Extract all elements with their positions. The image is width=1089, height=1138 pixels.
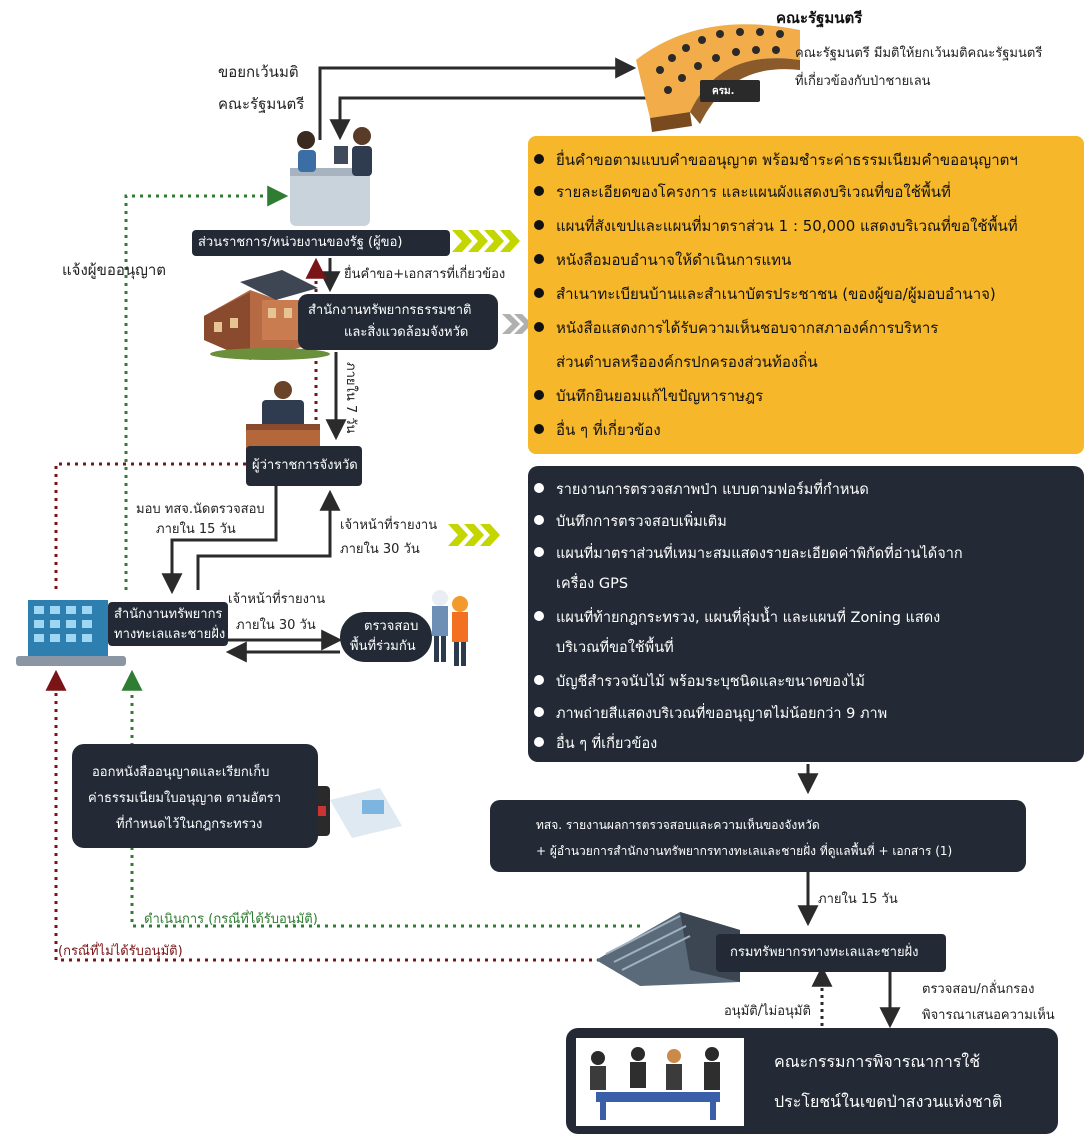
committee-members-icon — [576, 1038, 744, 1126]
officer-report-a-line1: เจ้าหน้าที่รายงาน — [340, 518, 438, 533]
bullet-icon — [534, 154, 544, 164]
issue-permit-line1: ออกหนังสืออนุญาตและเรียกเก็บ — [92, 765, 270, 780]
cabinet-desc-line2: ที่เกี่ยวข้องกับป่าชายเลน — [795, 74, 931, 89]
marine-office-line2: ทางทะเลและชายฝั่ง — [114, 627, 226, 642]
list-item-continued: บริเวณที่ขอใช้พื้นที่ — [556, 640, 674, 656]
report-line2: + ผู้อำนวยการสำนักงานทรัพยากรทางทะเลและช… — [536, 844, 953, 858]
approve-or-not-label: อนุมัติ/ไม่อนุมัติ — [724, 1004, 811, 1019]
permit-stamp-icon — [308, 786, 402, 838]
bullet-icon — [534, 483, 544, 493]
notify-applicant-label: แจ้งผู้ขออนุญาต — [62, 261, 167, 279]
joint-inspect-box: ตรวจสอบ พื้นที่ร่วมกัน — [340, 612, 432, 662]
within-15-label: ภายใน 15 วัน — [818, 892, 898, 907]
request-exemption-line1: ขอยกเว้นมติ — [218, 63, 299, 81]
joint-inspect-line2: พื้นที่ร่วมกัน — [350, 639, 416, 654]
green-dotted-approved — [121, 669, 640, 928]
assign-line1: มอบ ทสจ.นัดตรวจสอบ — [136, 502, 265, 517]
arrow-to-cabinet — [318, 57, 637, 140]
agency-box: ส่วนราชการ/หน่วยงานของรัฐ (ผู้ขอ) — [192, 230, 450, 256]
issue-permit-box: ออกหนังสืออนุญาตและเรียกเก็บ ค่าธรรมเนีย… — [72, 744, 318, 848]
within-7-label: ภายใน 7 วัน — [343, 362, 358, 434]
list-item: รายงานการตรวจสภาพป่า แบบตามฟอร์มที่กำหนด — [534, 480, 869, 500]
bullet-icon — [534, 424, 544, 434]
officer-report-a-line2: ภายใน 30 วัน — [340, 542, 420, 557]
list-item: สำเนาทะเบียนบ้านและสำเนาบัตรประชาชน (ของ… — [534, 284, 996, 304]
bullet-icon — [534, 186, 544, 196]
application-docs-panel: ยื่นคำขอตามแบบคำขออนุญาต พร้อมชำระค่าธรร… — [528, 136, 1084, 454]
joint-inspect-line1: ตรวจสอบ — [364, 619, 419, 634]
request-exemption-line2: คณะรัฐมนตรี — [218, 95, 305, 113]
green-dotted-notify — [124, 185, 289, 590]
arrow-assign — [161, 484, 278, 595]
chevron-arrows-icon-2 — [448, 524, 500, 546]
screen-line2: พิจารณาเสนอความเห็น — [922, 1008, 1055, 1023]
list-item-continued: เครื่อง GPS — [556, 576, 629, 592]
bullet-icon — [534, 220, 544, 230]
list-item: ภาพถ่ายสีแสดงบริเวณที่ขออนุญาตไม่น้อยกว่… — [534, 704, 887, 724]
list-item: รายละเอียดของโครงการ และแผนผังแสดงบริเวณ… — [534, 182, 951, 202]
department-label: กรมทรัพยากรทางทะเลและชายฝั่ง — [730, 945, 919, 960]
bullet-icon — [534, 547, 544, 557]
list-item: บันทึกยินยอมแก้ไขปัญหาราษฎร — [534, 386, 763, 406]
bullet-icon — [534, 322, 544, 332]
list-item: แผนที่ท้ายกฎกระทรวง, แผนที่ลุ่มน้ำ และแผ… — [534, 608, 940, 628]
bullet-icon — [534, 707, 544, 717]
department-box: กรมทรัพยากรทางทะเลและชายฝั่ง — [716, 934, 946, 972]
governor-label: ผู้ว่าราชการจังหวัด — [252, 458, 358, 473]
submit-docs-label: ยื่นคำขอ+เอกสารที่เกี่ยวข้อง — [344, 267, 506, 282]
reception-desk-icon — [290, 127, 372, 226]
bullet-icon — [534, 390, 544, 400]
prov-env-box: สำนักงานทรัพยากรธรรมชาติ และสิ่งแวดล้อมจ… — [298, 294, 498, 350]
screen-line1: ตรวจสอบ/กลั่นกรอง — [922, 982, 1035, 997]
officer-report-b-line2: ภายใน 30 วัน — [236, 618, 316, 633]
report-box: ทสจ. รายงานผลการตรวจสอบและความเห็นของจัง… — [490, 800, 1026, 872]
marine-office-line1: สำนักงานทรัพยากร — [114, 607, 223, 622]
report-line1: ทสจ. รายงานผลการตรวจสอบและความเห็นของจัง… — [536, 818, 820, 832]
chevron-arrows-icon — [452, 230, 520, 252]
list-item: บันทึกการตรวจสอบเพิ่มเติม — [534, 512, 727, 532]
bullet-icon — [534, 254, 544, 264]
prov-env-line2: และสิ่งแวดล้อมจังหวัด — [344, 325, 469, 340]
inspectors-icon — [432, 590, 468, 666]
list-item: อื่น ๆ ที่เกี่ยวข้อง — [534, 734, 657, 754]
governor-box: ผู้ว่าราชการจังหวัด — [246, 446, 362, 486]
issue-permit-line2: ค่าธรรมเนียมใบอนุญาต ตามอัตรา — [88, 791, 282, 806]
cabinet-sign: ครม. — [712, 86, 735, 97]
red-dotted-governor — [54, 462, 246, 590]
inspection-docs-panel: รายงานการตรวจสภาพป่า แบบตามฟอร์มที่กำหนด… — [528, 466, 1084, 762]
bullet-icon — [534, 737, 544, 747]
marine-office-building-icon — [16, 600, 126, 666]
list-item: หนังสือแสดงการได้รับความเห็นชอบจากสภาองค… — [534, 318, 938, 338]
list-item: หนังสือมอบอำนาจให้ดำเนินการแทน — [534, 250, 791, 270]
office-building-icon — [204, 270, 330, 360]
bullet-icon — [534, 288, 544, 298]
issue-permit-line3: ที่กำหนดไว้ในกฎกระทรวง — [116, 817, 263, 832]
list-item-continued: ส่วนตำบลหรือองค์กรปกครองส่วนท้องถิ่น — [556, 353, 818, 371]
bullet-icon — [534, 515, 544, 525]
cabinet-title: คณะรัฐมนตรี — [776, 9, 863, 27]
cabinet-desc-line1: คณะรัฐมนตรี มีมติให้ยกเว้นมติคณะรัฐมนตรี — [795, 46, 1043, 61]
not-approved-label: (กรณีที่ไม่ได้รับอนุมัติ) — [58, 944, 183, 959]
list-item: แผนที่มาตราส่วนที่เหมาะสมแสดงรายละเอียดค… — [534, 544, 963, 564]
list-item: อื่น ๆ ที่เกี่ยวข้อง — [534, 420, 661, 440]
red-dotted-not-approved — [45, 669, 640, 962]
bullet-icon — [534, 611, 544, 621]
prov-env-line1: สำนักงานทรัพยากรธรรมชาติ — [308, 303, 472, 318]
agency-label: ส่วนราชการ/หน่วยงานของรัฐ (ผู้ขอ) — [198, 235, 403, 250]
assign-line2: ภายใน 15 วัน — [156, 522, 236, 537]
list-item: แผนที่สังเขปและแผนที่มาตราส่วน 1 : 50,00… — [534, 216, 1018, 236]
cabinet-chamber-icon — [636, 24, 800, 132]
arrow-officer-report — [196, 489, 341, 590]
list-item: บัญชีสำรวจนับไม้ พร้อมระบุชนิดและขนาดของ… — [534, 672, 865, 692]
list-item: ยื่นคำขอตามแบบคำขออนุญาต พร้อมชำระค่าธรร… — [534, 150, 1018, 170]
officer-report-b-line1: เจ้าหน้าที่รายงาน — [228, 592, 326, 607]
marine-office-box: สำนักงานทรัพยากร ทางทะเลและชายฝั่ง — [108, 602, 228, 646]
arrow-from-cabinet — [329, 90, 650, 141]
bullet-icon — [534, 675, 544, 685]
proceed-approved-label: ดำเนินการ (กรณีที่ได้รับอนุมัติ) — [144, 912, 318, 927]
